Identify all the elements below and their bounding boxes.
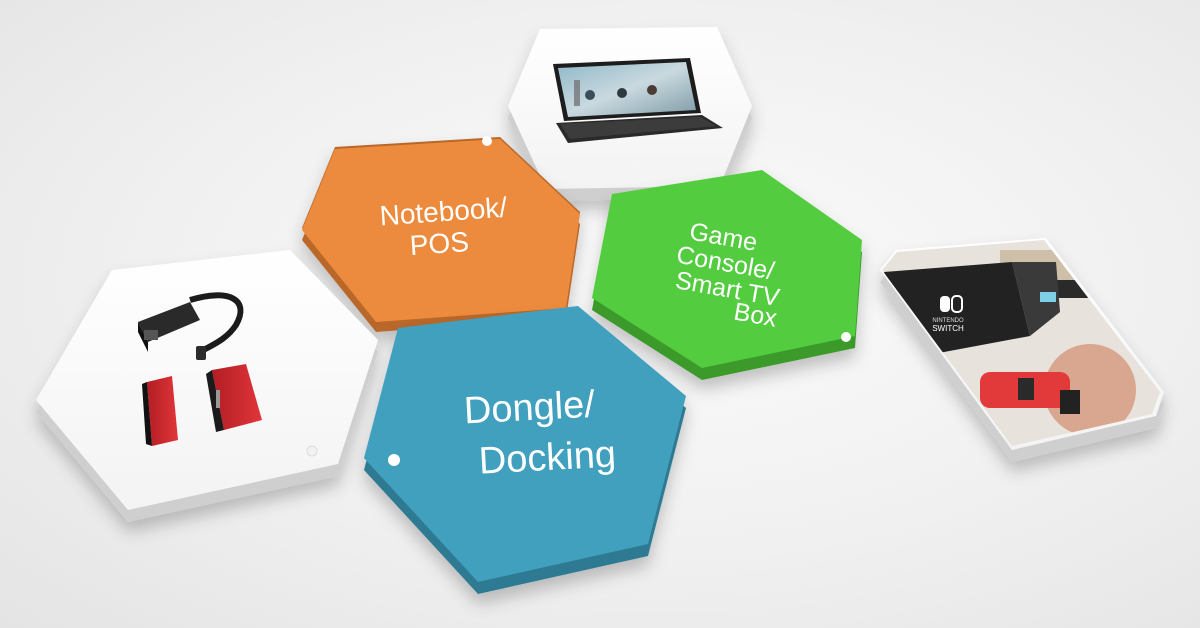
switch-logo-icon bbox=[940, 296, 950, 312]
switch-brand-line1: NINTENDO bbox=[932, 318, 964, 324]
dongle-label-line2: Docking bbox=[478, 433, 617, 482]
tile-face bbox=[302, 139, 580, 322]
dongle-label-line1: Dongle/ bbox=[463, 384, 596, 433]
dock-port bbox=[216, 390, 220, 408]
dongle-image bbox=[138, 292, 262, 446]
notebook-pos-tile[interactable]: Notebook/ POS bbox=[302, 136, 580, 332]
switch-brand-line2: SWITCH bbox=[932, 324, 964, 333]
dock-unit-left-front bbox=[142, 382, 152, 446]
corner-dot bbox=[388, 454, 400, 466]
sleeve bbox=[1060, 390, 1080, 414]
person-figure bbox=[574, 80, 580, 106]
person-figure bbox=[617, 88, 627, 98]
laptop-keyboard bbox=[560, 117, 716, 139]
adapter-cable bbox=[189, 292, 244, 355]
tile-face bbox=[36, 250, 378, 510]
dongle-photo-tile bbox=[36, 250, 378, 522]
dock-unit-right bbox=[212, 364, 262, 430]
notebook-label-line2: POS bbox=[409, 226, 470, 261]
ethernet-adapter-side bbox=[138, 322, 148, 352]
dock-led bbox=[1040, 292, 1056, 302]
dongle-docking-tile[interactable]: Dongle/ Docking bbox=[364, 306, 686, 594]
corner-dot bbox=[482, 136, 492, 146]
corner-dot bbox=[841, 332, 851, 342]
laptop-image bbox=[553, 58, 723, 143]
joy-con-grip bbox=[1018, 378, 1034, 400]
tile-face bbox=[592, 170, 862, 368]
switch-dock-side bbox=[1012, 262, 1060, 336]
dock-unit-left bbox=[147, 376, 178, 446]
game-console-tile[interactable]: Game Console/ Smart TV Box bbox=[592, 170, 862, 380]
ethernet-port bbox=[144, 330, 158, 340]
person-figure bbox=[647, 85, 657, 95]
corner-dot bbox=[306, 445, 318, 457]
usb-c-plug bbox=[196, 346, 206, 360]
switch-logo-icon bbox=[951, 295, 963, 313]
dock-unit-right-side bbox=[206, 370, 224, 432]
person-figure bbox=[585, 90, 595, 100]
tile-face bbox=[364, 306, 686, 582]
laptop-screen bbox=[558, 62, 696, 117]
